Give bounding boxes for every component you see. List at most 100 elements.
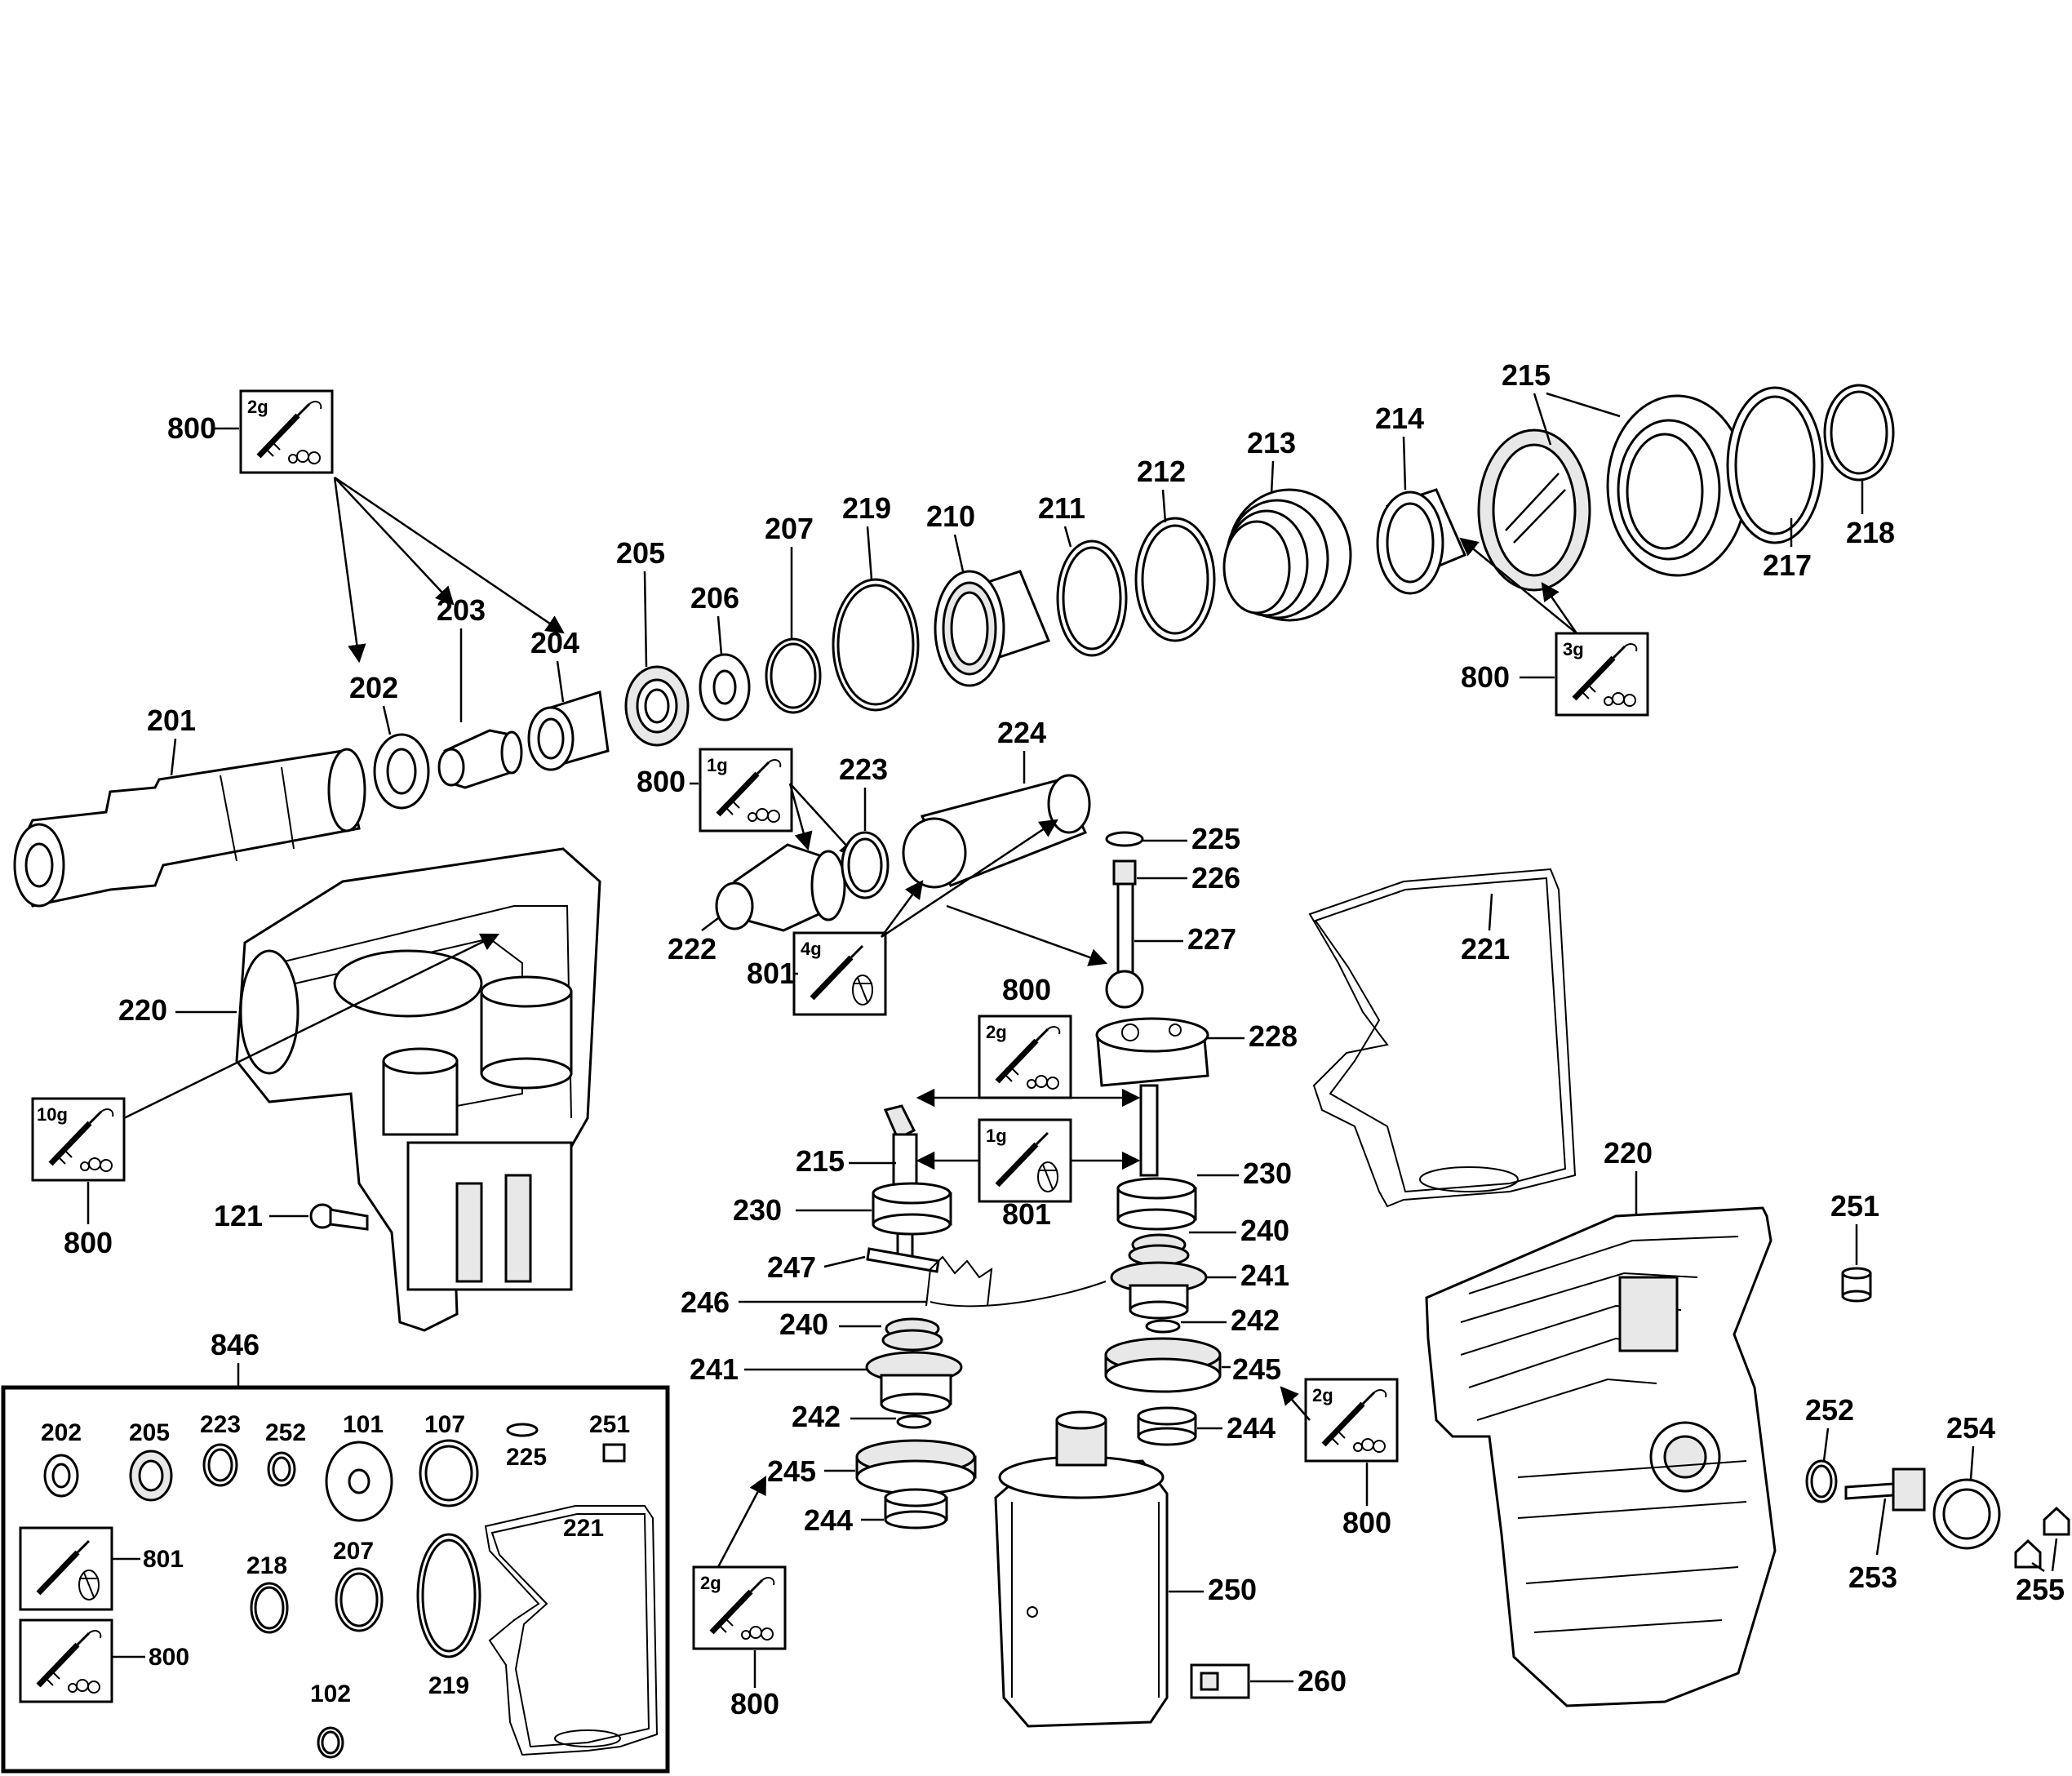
kit-800-grease-middle: 1g [700,749,792,831]
part-242-washer-left [896,1414,932,1429]
callout-223: 223 [839,753,888,786]
part-230-bearing-left [872,1182,952,1236]
callout-245: 245 [767,1454,816,1488]
kit-label: 1g [707,755,728,775]
kit-800-grease-top-left: 2g [241,391,332,473]
inset-label-218: 218 [246,1552,287,1579]
callout-241: 241 [1240,1259,1289,1292]
callout-228: 228 [1249,1019,1298,1053]
part-242-washer-right [1145,1319,1181,1334]
inset-service-kit-box [1,1385,670,1774]
inset-label-801: 801 [143,1546,184,1573]
part-226-spring [1112,859,1137,886]
inset-label-107: 107 [424,1411,465,1438]
inset-kit-801 [20,1528,112,1610]
part-204-bushing [527,690,610,771]
part-252-oring [1805,1459,1838,1503]
part-240-spring-left [881,1317,943,1352]
callout-846: 846 [211,1328,260,1361]
part-224-cylinder [902,774,1091,889]
kit-800-grease-top-right: 3g [1556,633,1648,715]
part-215-bearing [1606,394,1748,577]
inset-label-219: 219 [428,1672,469,1699]
callout-260: 260 [1298,1664,1347,1698]
callout-800: 800 [637,765,685,798]
callout-252: 252 [1805,1393,1854,1427]
inset-label-202: 202 [41,1419,82,1446]
part-228-crank [1095,1017,1209,1177]
callout-218: 218 [1846,516,1895,549]
part-219-ring [832,578,920,712]
part-210-needle-bearing [934,570,1050,687]
callout-255: 255 [2016,1573,2065,1606]
part-221-gasket [1308,868,1577,1208]
callout-213: 213 [1247,426,1296,460]
callout-221: 221 [1461,932,1510,966]
inset-label-800: 800 [149,1644,189,1671]
kit-label: 2g [247,397,268,417]
callout-800: 800 [730,1687,779,1720]
callout-224: 224 [997,716,1046,749]
part-255-screw-a [2014,1538,2042,1569]
kit-label: 4g [801,939,822,959]
part-251-plug [1841,1267,1872,1303]
inset-label-205: 205 [129,1419,170,1446]
callout-215: 215 [796,1144,845,1178]
part-245-gear-right [1104,1337,1222,1393]
callout-211: 211 [1038,491,1085,525]
callout-201: 201 [147,704,196,737]
part-225-clip [1105,831,1144,847]
part-203-piston [437,729,523,789]
part-227-pin [1105,882,1144,1009]
inset-label-225: 225 [506,1444,547,1471]
callout-800: 800 [167,411,216,445]
kit-label: 2g [700,1573,721,1593]
callout-230: 230 [733,1193,782,1227]
inset-label-251: 251 [589,1411,630,1438]
kit-800-grease-left: 10g [33,1099,124,1180]
kit-label: 10g [37,1104,68,1125]
inset-label-252: 252 [265,1419,306,1446]
part-240-spring-right [1128,1233,1190,1267]
callout-244: 244 [1227,1411,1276,1445]
inset-label-207: 207 [333,1538,374,1565]
part-222-piston [715,843,846,932]
callout-801: 801 [747,957,796,990]
callout-254: 254 [1946,1411,1995,1445]
callout-202: 202 [349,671,398,704]
callout-207: 207 [765,512,814,545]
inset-label-221: 221 [563,1515,604,1542]
callout-214: 214 [1375,402,1424,435]
kit-label: 2g [1312,1385,1333,1405]
kit-800-grease-bottom: 2g [694,1567,785,1649]
callout-800: 800 [64,1226,113,1259]
part-230-bearing-right [1116,1177,1197,1231]
callout-222: 222 [668,932,717,966]
part-213-spring [1222,488,1352,622]
part-220-main-housing-right [1425,1206,1777,1707]
part-217-ring [1726,386,1824,544]
part-121-screw [309,1203,369,1231]
callout-251: 251 [1830,1189,1879,1223]
callout-203: 203 [437,593,486,627]
kit-801-oil-middle: 4g [794,933,885,1015]
callout-245: 245 [1232,1352,1281,1386]
callout-241: 241 [690,1352,739,1386]
part-215-bevel-gear [1477,428,1591,592]
callout-212: 212 [1137,455,1186,488]
inset-label-101: 101 [343,1411,384,1438]
part-250-motor [994,1410,1169,1728]
part-214-clutch-sleeve [1376,488,1466,595]
callout-206: 206 [690,581,739,615]
callout-801: 801 [1002,1197,1051,1231]
callout-242: 242 [1231,1303,1280,1337]
part-254-knob-ring [1932,1478,2001,1550]
kit-label: 2g [986,1022,1007,1042]
part-207-oring [765,637,822,714]
kit-801-oil-center: 1g [979,1120,1071,1201]
callout-800: 800 [1342,1506,1391,1539]
callout-227: 227 [1187,922,1236,956]
callout-225: 225 [1191,822,1240,855]
callout-121: 121 [214,1199,263,1232]
